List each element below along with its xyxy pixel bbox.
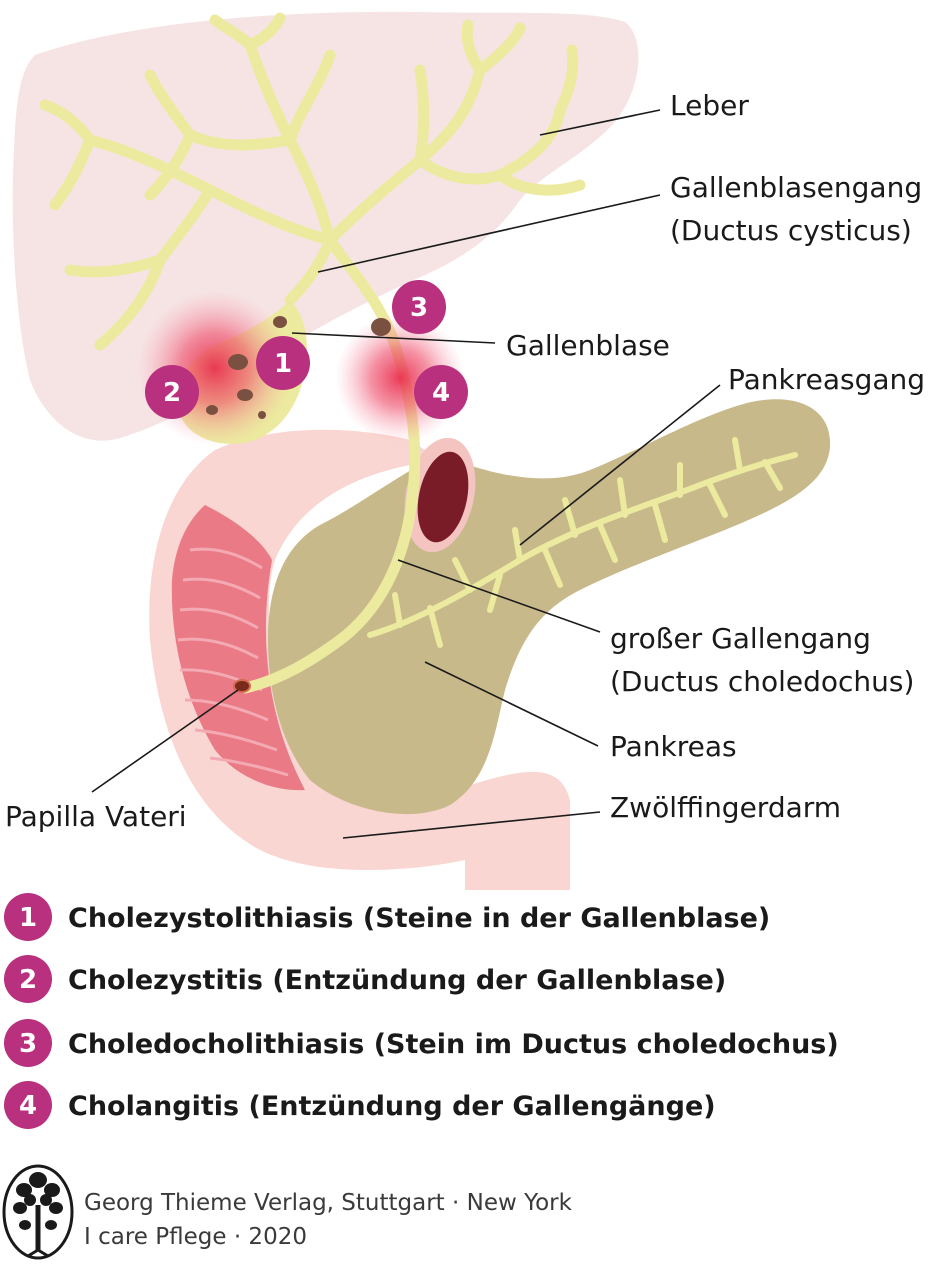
label-papilla-vateri: Papilla Vateri (5, 800, 187, 833)
gallstones (206, 316, 287, 419)
label-ductus-cysticus: (Ductus cysticus) (670, 214, 912, 247)
legend-item-1: 1 Cholezystolithiasis (Steine in der Gal… (4, 893, 770, 941)
svg-text:4: 4 (432, 378, 450, 408)
marker-2: 2 (145, 365, 199, 419)
svg-text:4: 4 (19, 1091, 37, 1121)
thieme-tree-logo (2, 1164, 74, 1260)
credit-line-1: Georg Thieme Verlag, Stuttgart · New Yor… (84, 1190, 573, 1216)
label-zwoelffingerdarm: Zwölffingerdarm (610, 791, 841, 824)
marker-1: 1 (256, 336, 310, 390)
legend-item-3: 3 Choledocholithiasis (Stein im Ductus c… (4, 1019, 839, 1067)
legend-item-4: 4 Cholangitis (Entzündung der Gallengäng… (4, 1081, 716, 1129)
duodenum-folds (177, 547, 289, 777)
papilla-vateri-mark (233, 679, 251, 693)
svg-text:1: 1 (19, 903, 37, 933)
bile-ducts (39, 12, 586, 694)
leader-lines (91, 109, 721, 839)
svg-text:Cholezystitis (Entzündung der: Cholezystitis (Entzündung der Gallenblas… (68, 965, 726, 996)
label-leber: Leber (670, 89, 749, 122)
svg-text:Cholangitis (Entzündung der Ga: Cholangitis (Entzündung der Gallengänge) (68, 1091, 716, 1122)
marker-4: 4 (414, 365, 468, 419)
duodenum-lumen (417, 451, 469, 543)
svg-text:3: 3 (410, 293, 428, 323)
svg-text:2: 2 (19, 965, 37, 995)
svg-text:Cholezystolithiasis (Steine in: Cholezystolithiasis (Steine in der Galle… (68, 903, 770, 934)
svg-text:1: 1 (274, 349, 292, 379)
svg-text:3: 3 (19, 1029, 37, 1059)
legend: 1 Cholezystolithiasis (Steine in der Gal… (4, 893, 839, 1129)
label-gallenblase: Gallenblase (506, 329, 670, 362)
stone-common-duct (371, 318, 391, 336)
label-ductus-choledochus: (Ductus choledochus) (610, 665, 914, 698)
label-grosser-gallengang: großer Gallengang (610, 622, 871, 655)
credit-line-2: I care Pflege · 2020 (84, 1224, 307, 1250)
label-pankreas: Pankreas (610, 730, 737, 763)
marker-3: 3 (392, 280, 446, 334)
label-pankreasgang: Pankreasgang (728, 363, 925, 396)
svg-text:Choledocholithiasis (Stein im: Choledocholithiasis (Stein im Ductus cho… (68, 1029, 839, 1060)
label-gallenblasengang: Gallenblasengang (670, 171, 922, 204)
legend-item-2: 2 Cholezystitis (Entzündung der Gallenbl… (4, 955, 726, 1003)
svg-text:2: 2 (163, 378, 181, 408)
